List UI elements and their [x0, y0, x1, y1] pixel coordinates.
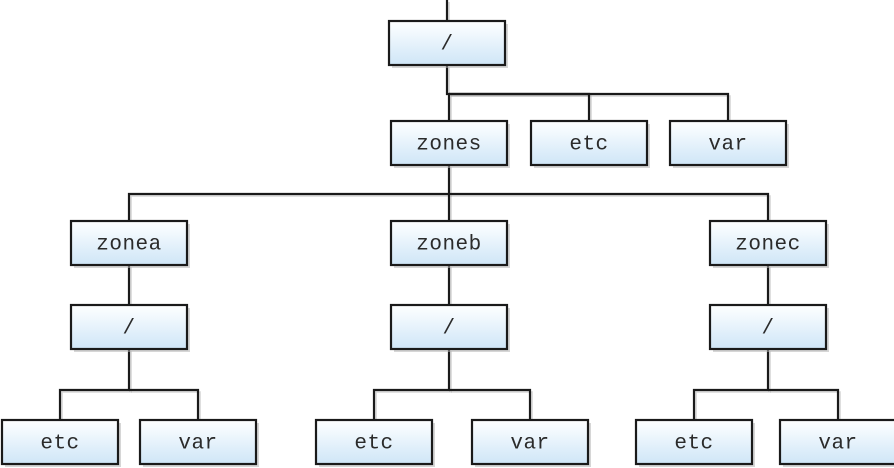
- tree-edge-zones-to-zonec: [449, 192, 770, 221]
- node-label: etc: [674, 433, 713, 456]
- node-box[interactable]: [314, 418, 434, 466]
- tree-edge-zonearoot-to-etc: [58, 349, 131, 420]
- node-label: var: [510, 433, 549, 456]
- node-label: zoneb: [416, 234, 482, 257]
- tree-node-zones[interactable]: zones: [389, 119, 510, 168]
- node-label: /: [442, 318, 455, 341]
- node-box[interactable]: [0, 418, 120, 466]
- node-label: etc: [569, 134, 608, 157]
- edge-shadow: [451, 195, 771, 223]
- tree-edge-zonecroot-to-var: [768, 388, 840, 420]
- tree-node-zonec_var[interactable]: var: [778, 418, 894, 467]
- edge-shadow: [130, 167, 452, 223]
- edge-shadow: [131, 391, 201, 422]
- tree-node-zoneb[interactable]: zoneb: [389, 219, 510, 268]
- node-label: etc: [40, 433, 79, 456]
- node-label: etc: [354, 433, 393, 456]
- edge-shadow: [451, 391, 533, 422]
- tree-node-zonea_etc[interactable]: etc: [0, 418, 121, 467]
- node-box[interactable]: [634, 418, 754, 466]
- tree-node-zonec_root[interactable]: /: [708, 303, 829, 352]
- node-label: zones: [416, 134, 482, 157]
- tree-edge-root-to-zones: [445, 65, 451, 121]
- node-box[interactable]: [389, 303, 509, 351]
- node-box[interactable]: [69, 303, 189, 351]
- node-box[interactable]: [708, 219, 828, 267]
- edge-shadow: [451, 95, 592, 123]
- tree-edge-zonebroot-to-var: [449, 388, 532, 420]
- node-label: var: [708, 134, 747, 157]
- tree-edge-zonearoot-to-var: [129, 388, 200, 420]
- edge-shadow: [695, 351, 771, 422]
- edge-shadow: [451, 95, 731, 123]
- tree-node-etc_top[interactable]: etc: [529, 119, 650, 168]
- edge-shadow-layer: [61, 2, 841, 422]
- tree-node-zonec[interactable]: zonec: [708, 219, 829, 268]
- tree-node-zonea_root[interactable]: /: [69, 303, 190, 352]
- tree-edge-root-to-etc: [449, 92, 591, 121]
- node-box[interactable]: [668, 119, 788, 167]
- tree-edge-root-to-var: [449, 92, 730, 121]
- node-box[interactable]: [470, 418, 590, 466]
- node-label: var: [818, 433, 857, 456]
- tree-node-zoneb_var[interactable]: var: [470, 418, 591, 467]
- node-box[interactable]: [389, 119, 509, 167]
- node-box[interactable]: [389, 219, 509, 267]
- node-label: /: [122, 318, 135, 341]
- edge-layer: [58, 0, 840, 420]
- edge-shadow: [770, 391, 841, 422]
- tree-node-zonea_var[interactable]: var: [138, 418, 259, 467]
- tree-edge-zonebroot-to-etc: [372, 349, 451, 420]
- tree-node-zoneb_root[interactable]: /: [389, 303, 510, 352]
- node-label: zonea: [96, 234, 162, 257]
- tree-node-var_top[interactable]: var: [668, 119, 789, 168]
- node-label: var: [178, 433, 217, 456]
- tree-edge-zones-to-zonea: [127, 165, 451, 221]
- node-label: /: [761, 318, 774, 341]
- node-box[interactable]: [778, 418, 894, 466]
- tree-node-zonea[interactable]: zonea: [69, 219, 190, 268]
- tree-node-root[interactable]: /: [387, 19, 508, 68]
- tree-node-zonec_etc[interactable]: etc: [634, 418, 755, 467]
- tree-node-zoneb_etc[interactable]: etc: [314, 418, 435, 467]
- edge-shadow: [375, 351, 452, 422]
- edge-shadow: [61, 351, 132, 422]
- node-box[interactable]: [529, 119, 649, 167]
- node-box[interactable]: [69, 219, 189, 267]
- node-box[interactable]: [138, 418, 258, 466]
- node-layer: / zones etc var zonea zoneb zonec / / / etc var etc v…: [0, 19, 894, 467]
- node-box[interactable]: [708, 303, 828, 351]
- node-box[interactable]: [387, 19, 507, 67]
- node-label: /: [440, 34, 453, 57]
- tree-edge-zonecroot-to-etc: [692, 349, 770, 420]
- node-label: zonec: [735, 234, 801, 257]
